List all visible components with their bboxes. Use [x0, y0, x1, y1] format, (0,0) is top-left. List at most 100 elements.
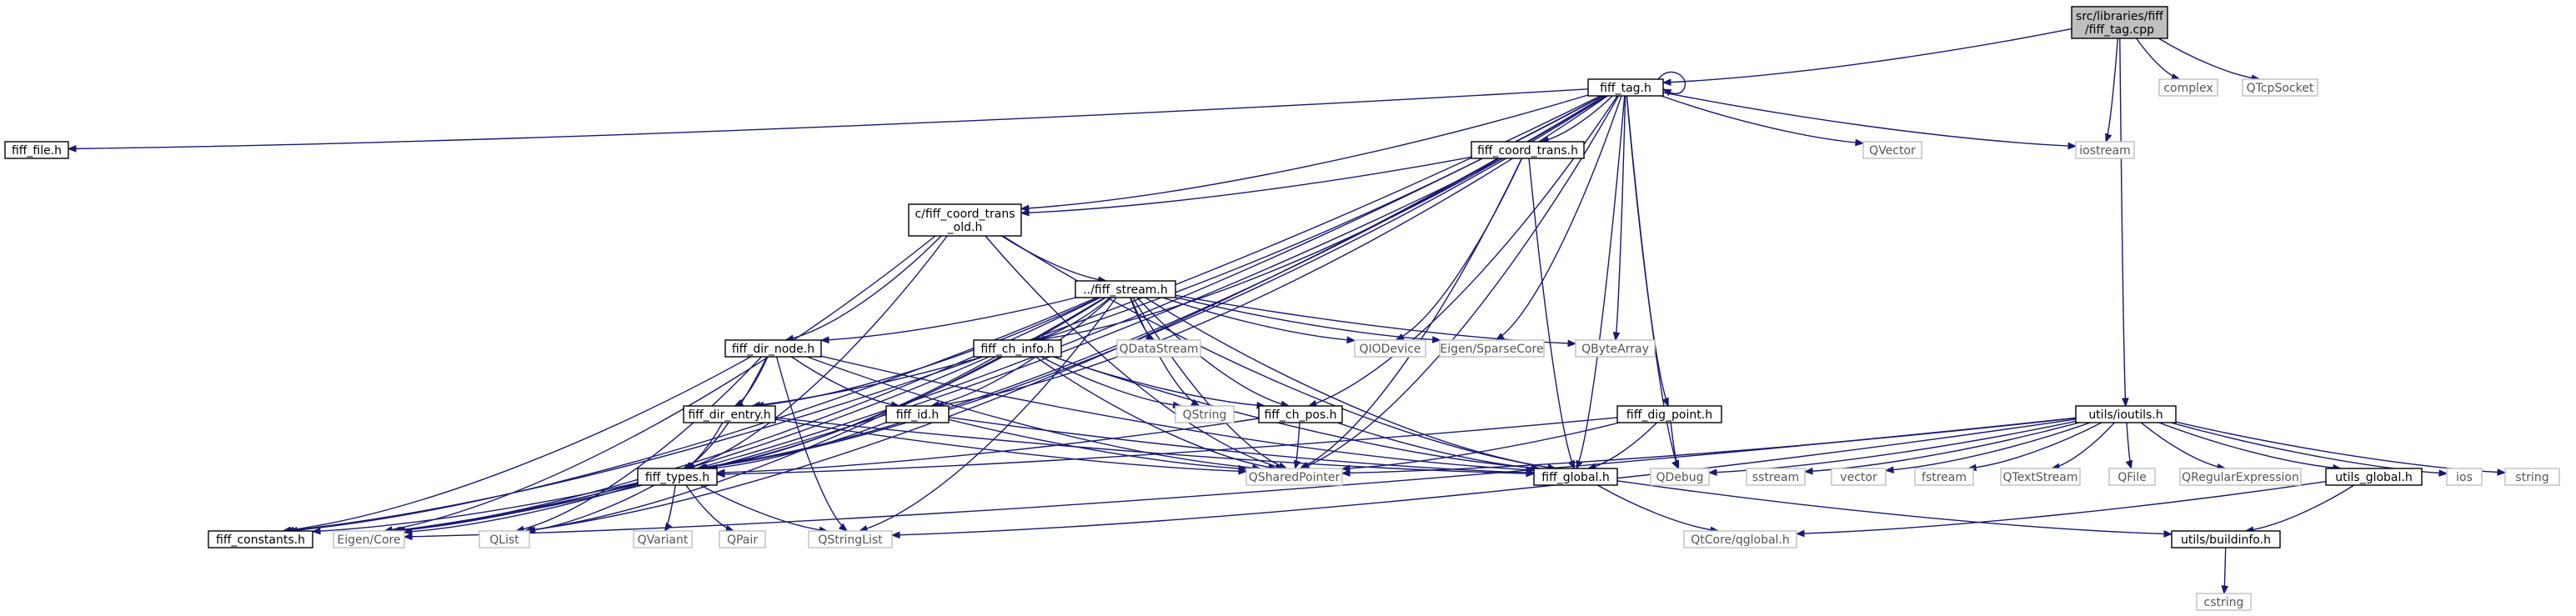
- edge-fiff-tag-h-to-qbytearray: [1612, 95, 1626, 342]
- node-box: [2242, 78, 2318, 97]
- node-fiff-file-h[interactable]: fiff_file.h: [4, 141, 69, 159]
- edge-arrowhead: [2221, 585, 2229, 595]
- node-fiff-tag-h[interactable]: fiff_tag.h: [1587, 78, 1664, 97]
- edge-arrowhead: [1612, 332, 1621, 342]
- node-fiff-id-h[interactable]: fiff_id.h: [885, 405, 950, 423]
- edge-line: [774, 418, 1247, 473]
- node-label: QDebug: [1656, 471, 1703, 484]
- node-fiff-coord-trans-h[interactable]: fiff_coord_trans.h: [1471, 141, 1585, 159]
- edge-arrowhead: [1020, 208, 1030, 217]
- node-iostream: iostream: [2075, 141, 2135, 159]
- edge-line: [820, 297, 1076, 341]
- node-c-fiff-coord-trans-old-h[interactable]: c/fiff_coord_trans_old.h: [908, 203, 1022, 237]
- edge-arrowhead: [1795, 529, 1805, 538]
- node-fiff-constants-h[interactable]: fiff_constants.h: [208, 530, 313, 548]
- edge-fiff-dir-node-h-to-qstringlist: [775, 356, 849, 532]
- node-qvector: QVector: [1862, 141, 1922, 159]
- node-box: [1650, 468, 1710, 486]
- node-box: [1245, 468, 1343, 486]
- edge-line: [515, 356, 762, 532]
- node-qtextstream: QTextStream: [2000, 468, 2081, 486]
- edge-line: [384, 235, 936, 532]
- edge-line: [2158, 422, 2341, 469]
- edge-root-to-complex: [2136, 38, 2181, 81]
- edge-line: [527, 484, 655, 532]
- edge-arrowhead: [1238, 464, 1248, 473]
- edge-line: [716, 417, 1618, 475]
- edge-utils-ioutils-h-to-qstringlist: [890, 418, 2077, 539]
- edge-line: [1341, 422, 1620, 470]
- node-label: src/libraries/fiff: [2076, 10, 2163, 23]
- node-label: sstream: [1752, 471, 1799, 484]
- edge-arrowhead: [838, 523, 849, 532]
- node-label: QList: [489, 533, 519, 547]
- node-label: cstring: [2204, 596, 2244, 609]
- edge-fiff-tag-h-to-fiff-file-h: [67, 88, 1589, 153]
- node-label: QVector: [1869, 144, 1916, 158]
- node-label: c/fiff_coord_trans: [915, 208, 1015, 221]
- node-label: fiff_file.h: [12, 144, 62, 158]
- edge-line: [1661, 95, 1864, 144]
- node-label: fstream: [1922, 471, 1967, 484]
- node-fiff-stream-h[interactable]: ../fiff_stream.h: [1075, 280, 1176, 298]
- node-fiff-global-h[interactable]: fiff_global.h: [1533, 468, 1618, 486]
- node-utils-global-h[interactable]: utils_global.h: [2325, 468, 2423, 486]
- node-label: fiff_coord_trans.h: [1477, 144, 1578, 158]
- edge-line: [1001, 235, 1106, 282]
- node-label: utils/buildinfo.h: [2181, 533, 2271, 547]
- node-box: [885, 405, 950, 423]
- node-label: QPair: [727, 533, 758, 547]
- node-label: QtCore/qglobal.h: [1691, 533, 1790, 547]
- node-fiff-dir-entry-h[interactable]: fiff_dir_entry.h: [683, 405, 776, 423]
- node-label: QFile: [2117, 471, 2146, 484]
- node-label: QString: [1183, 408, 1227, 422]
- node-qiodevice: QIODevice: [1354, 339, 1426, 358]
- edge-fiff-stream-h-to-qiodevice: [1162, 297, 1356, 344]
- root-node-fiff-tag-cpp[interactable]: src/libraries/fiff/fiff_tag.cpp: [2071, 6, 2168, 39]
- node-box: [4, 141, 69, 159]
- edge-line: [1040, 356, 1181, 407]
- node-label: QDataStream: [1119, 343, 1198, 356]
- edge-line: [948, 418, 1247, 470]
- edge-arrowhead: [1884, 466, 1894, 473]
- node-qdatastream: QDataStream: [1116, 339, 1201, 358]
- edge-arrowhead: [715, 470, 725, 478]
- edge-fiff-tag-h-to-fiff-constants-h: [284, 95, 1601, 534]
- edge-line: [1885, 422, 2091, 472]
- node-qstringlist: QStringList: [808, 530, 893, 548]
- node-label: Eigen/Core: [337, 533, 400, 547]
- node-eigen-sparsecore: Eigen/SparseCore: [1439, 339, 1545, 358]
- node-label: fiff_types.h: [645, 471, 709, 484]
- node-box: [2325, 468, 2423, 486]
- node-utils-buildinfo-h[interactable]: utils/buildinfo.h: [2171, 530, 2281, 548]
- edge-fiff-dig-point-h-to-qsharedpointer: [1341, 422, 1620, 473]
- node-fiff-types-h[interactable]: fiff_types.h: [637, 468, 718, 486]
- edge-line: [891, 418, 2077, 536]
- node-fiff-dir-node-h[interactable]: fiff_dir_node.h: [724, 339, 822, 358]
- node-utils-ioutils-h[interactable]: utils/ioutils.h: [2075, 405, 2177, 423]
- node-fiff-ch-pos-h[interactable]: fiff_ch_pos.h: [1258, 405, 1343, 423]
- edge-arrowhead: [1278, 462, 1288, 469]
- node-qpair: QPair: [719, 530, 766, 548]
- edge-line: [1020, 94, 1589, 210]
- node-box: [2446, 468, 2483, 486]
- edge-line: [312, 482, 639, 533]
- node-label: vector: [1840, 471, 1877, 484]
- node-qvariant: QVariant: [633, 530, 693, 548]
- node-fiff-ch-info-h[interactable]: fiff_ch_info.h: [973, 339, 1062, 358]
- edge-arrowhead: [1341, 464, 1351, 473]
- edge-line: [2136, 38, 2180, 80]
- edge-line: [393, 158, 1504, 532]
- node-ios: ios: [2446, 468, 2483, 486]
- edge-line: [2105, 38, 2118, 143]
- edge-line: [392, 95, 1603, 532]
- node-string: string: [2504, 468, 2560, 486]
- node-box: [479, 530, 530, 548]
- node-box: [2108, 468, 2156, 486]
- edge-arrowhead: [1341, 469, 1351, 477]
- node-box: [2158, 78, 2218, 97]
- edge-utils-ioutils-h-to-vector: [1884, 422, 2091, 473]
- node-box: [333, 530, 405, 548]
- node-fiff-dig-point-h[interactable]: fiff_dig_point.h: [1616, 405, 1722, 423]
- node-label: /fiff_tag.cpp: [2085, 23, 2154, 37]
